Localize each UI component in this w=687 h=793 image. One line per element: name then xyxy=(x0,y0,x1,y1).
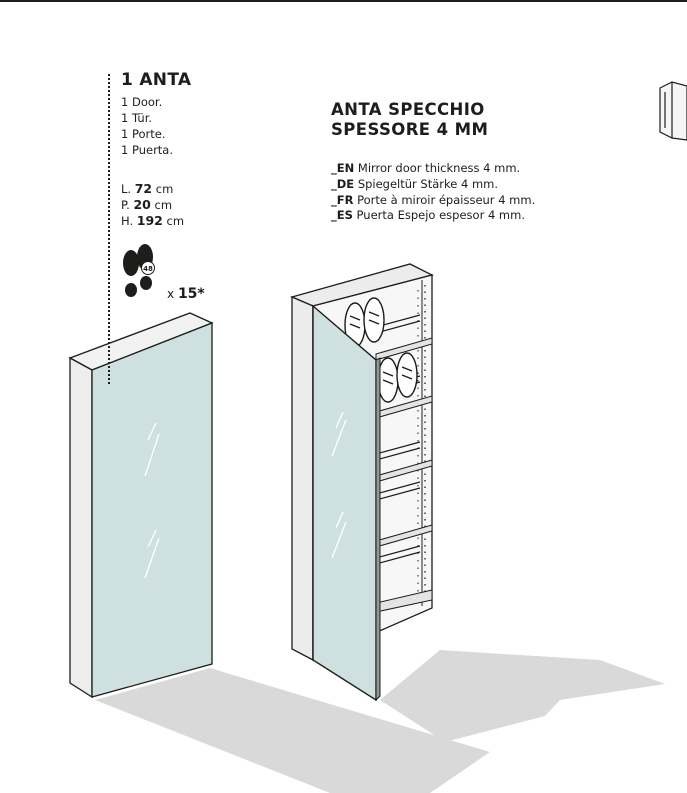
dimension-depth: P. 20 cm xyxy=(121,197,173,212)
single-cabinet xyxy=(68,312,214,699)
open-cabinet-shadow xyxy=(380,650,665,742)
single-cabinet-shadow xyxy=(95,668,490,793)
translation-de: _DE Spiegeltür Stärke 4 mm. xyxy=(331,176,499,191)
dimensions-list: L. 72 cm P. 20 cm H. 192 cm xyxy=(121,181,184,229)
translation-line: 1 Porte. xyxy=(121,127,166,141)
translation-fr: _FR Porte à miroir épaisseur 4 mm. xyxy=(331,192,536,207)
shoe-size-badge: 48 xyxy=(143,265,153,273)
shoes xyxy=(344,297,418,403)
single-door-title: 1 ANTA xyxy=(121,70,192,90)
translation-line: 1 Tür. xyxy=(121,111,153,125)
dimension-width: L. 72 cm xyxy=(121,181,174,196)
translation-es: _ES Puerta Espejo espesor 4 mm. xyxy=(331,208,525,223)
single-mirror-door xyxy=(91,322,213,698)
top-rule xyxy=(0,0,687,2)
single-door-translations: 1 Door. 1 Tür. 1 Porte. 1 Puerta. xyxy=(121,94,173,158)
shoe-prints-icon xyxy=(123,244,155,297)
translation-line: 1 Puerta. xyxy=(121,143,174,157)
open-mirror-door xyxy=(312,304,377,702)
mirror-door-translations: _EN Mirror door thickness 4 mm. _DE Spie… xyxy=(331,161,535,224)
mirror-door-heading: ANTA SPECCHIO SPESSORE 4 MM xyxy=(331,100,489,139)
dimension-leader-line xyxy=(108,74,110,384)
cabinet-thumbnail-icon xyxy=(659,81,687,141)
open-cabinet xyxy=(290,263,434,702)
translation-en: _EN Mirror door thickness 4 mm. xyxy=(331,161,521,175)
translation-line: 1 Door. xyxy=(121,95,163,109)
dimension-height: H. 192 cm xyxy=(121,213,185,228)
shoe-capacity: x 15* xyxy=(167,286,205,302)
